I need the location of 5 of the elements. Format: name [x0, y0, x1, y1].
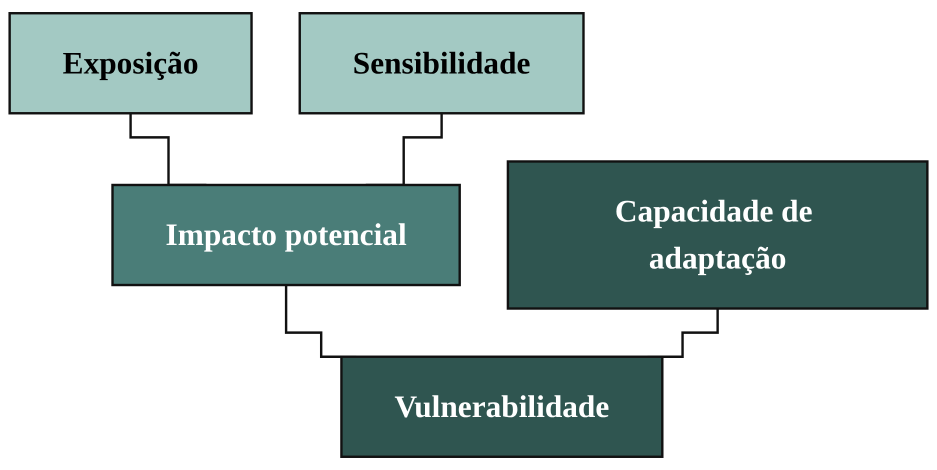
- node-box: Capacidade de adaptação: [506, 160, 929, 310]
- node-box: Impacto potencial: [111, 184, 461, 286]
- node-box: Exposição: [8, 12, 253, 114]
- node-box: Sensibilidade: [298, 12, 585, 114]
- node-box: Vulnerabilidade: [340, 356, 664, 458]
